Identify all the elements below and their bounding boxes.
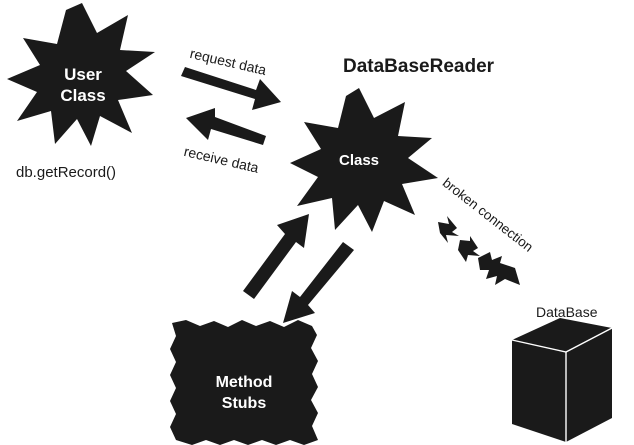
user-class-star	[7, 3, 155, 146]
reader-class-star	[290, 88, 438, 232]
method-call-caption: db.getRecord()	[16, 164, 117, 181]
class-to-stubs-arrow	[283, 242, 354, 323]
database-cube	[511, 318, 613, 442]
stubs-to-class-arrow	[243, 214, 309, 299]
method-stubs-line1: Method	[215, 374, 273, 391]
user-class-line2: Class	[60, 86, 106, 105]
receive-data-arrow	[186, 108, 266, 145]
database-label: DataBase	[536, 304, 598, 320]
diagram-title: DataBaseReader	[343, 56, 495, 77]
broken-connection-bolt	[438, 216, 520, 285]
method-stubs-line2: Stubs	[221, 395, 267, 412]
user-class-line1: User	[64, 65, 102, 84]
user-class-label: User Class	[56, 64, 110, 106]
method-stubs-label: Method Stubs	[208, 372, 280, 414]
method-stubs-shape	[170, 320, 318, 445]
request-data-arrow	[181, 67, 281, 110]
reader-class-label: Class	[338, 152, 380, 169]
